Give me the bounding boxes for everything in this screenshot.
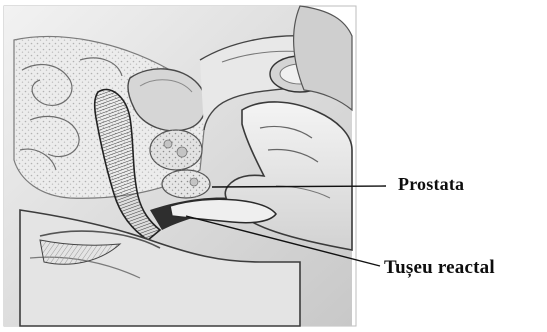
prostata-label: Prostata [398, 174, 464, 195]
tuseu-rectal-label: Tușeu reactal [384, 257, 495, 279]
